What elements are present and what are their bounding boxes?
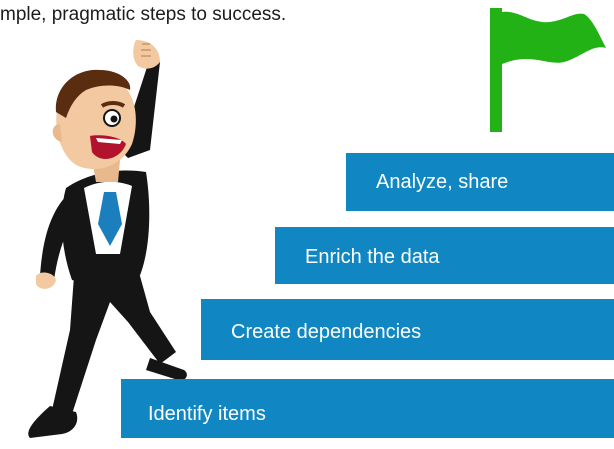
cheering-businessman-illustration [28, 40, 187, 438]
headline-text: mple, pragmatic steps to success. [0, 4, 287, 25]
flag-icon [490, 8, 606, 132]
step-identify-items: Identify items [121, 379, 614, 438]
step-enrich-the-data: Enrich the data [275, 227, 614, 284]
step-analyze-share: Analyze, share [346, 153, 614, 211]
step-create-dependencies: Create dependencies [201, 299, 614, 360]
